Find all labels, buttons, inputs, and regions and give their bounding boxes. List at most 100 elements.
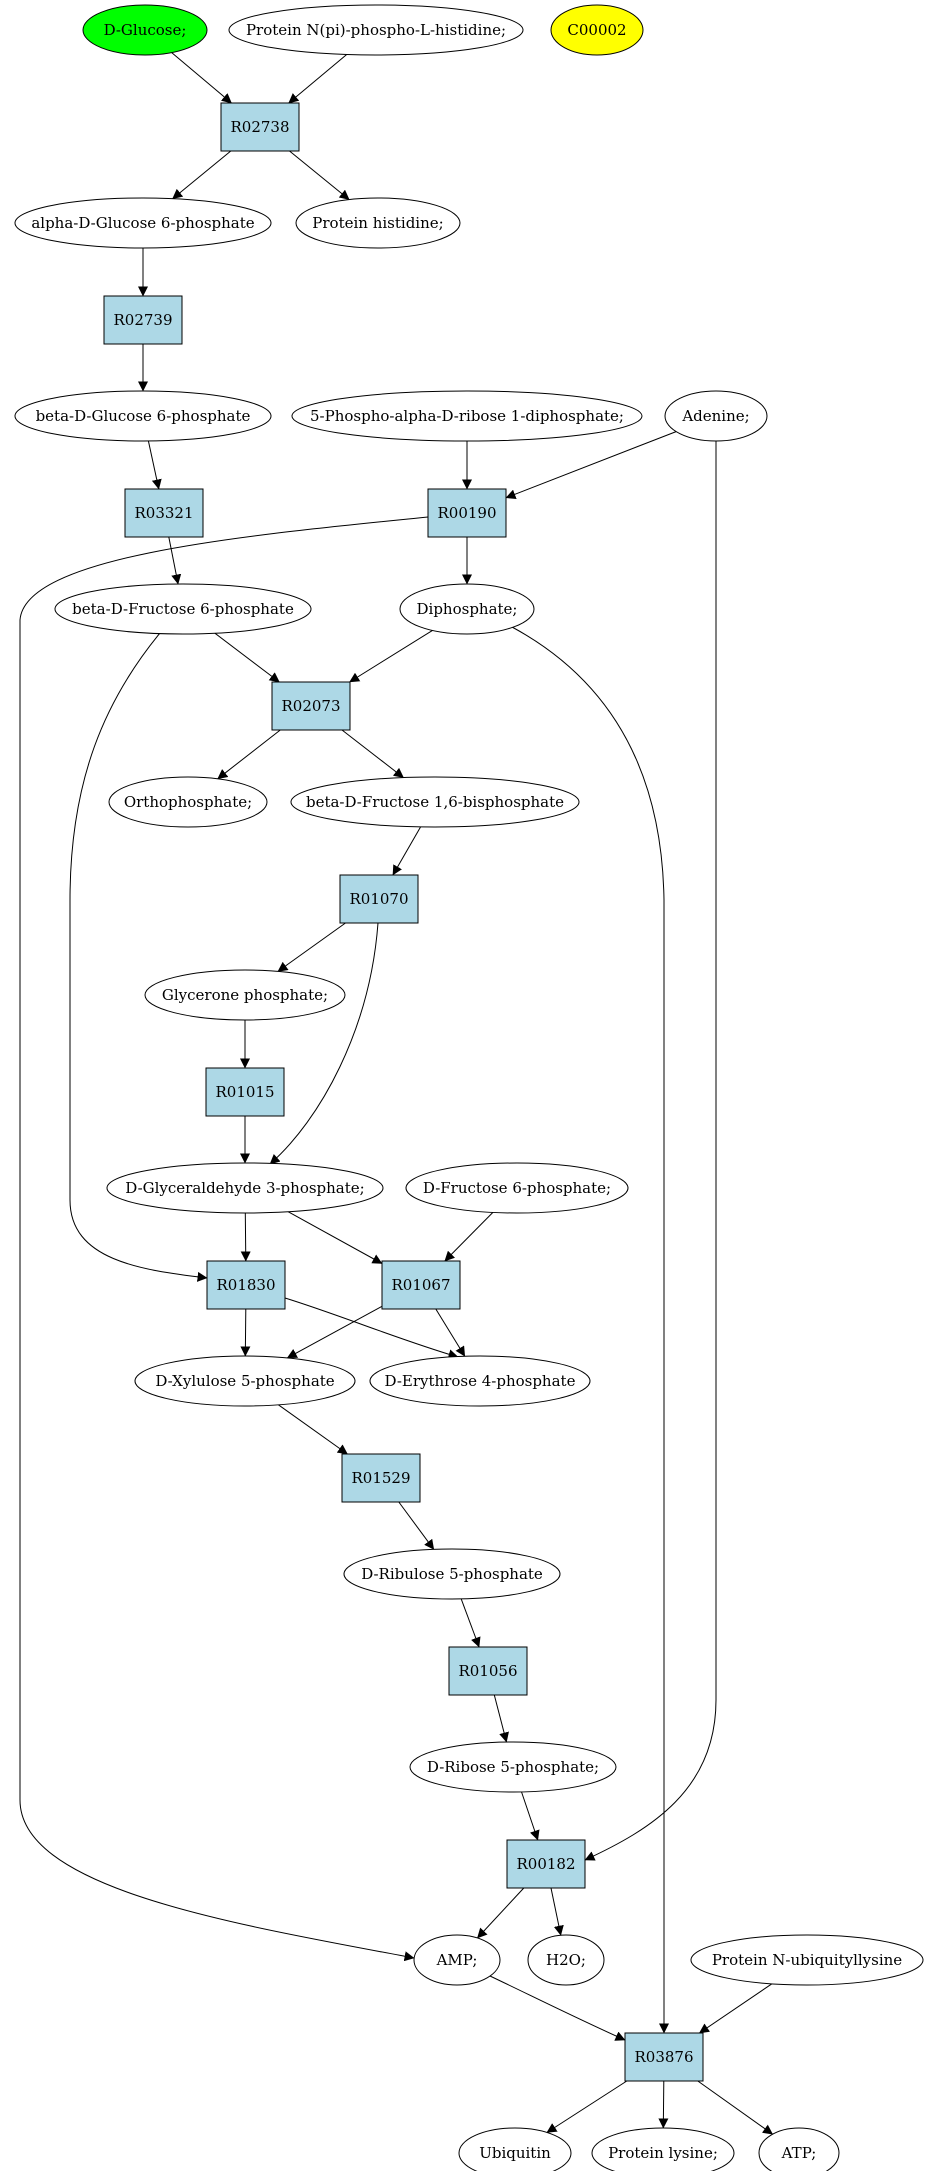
compound-node-adenine: Adenine; — [664, 390, 768, 442]
compound-ellipse — [144, 969, 346, 1021]
edge-amp-to-r03876 — [489, 1975, 626, 2041]
compound-ellipse — [758, 2127, 840, 2171]
compound-node-ubiquitin: Ubiquitin — [458, 2127, 572, 2171]
edge-diphosphate-to-r03876 — [511, 626, 669, 2034]
edge-r01070-to-glycerone — [277, 922, 346, 972]
edge-prot_ubly-to-r03876 — [698, 1983, 773, 2034]
edge-bdf6p-to-r01830 — [69, 632, 208, 1282]
edge-r01830-to-e4p — [284, 1297, 459, 1360]
node-label: D-Xylulose 5-phosphate — [155, 1372, 334, 1390]
compound-ellipse — [458, 2127, 572, 2171]
edge-bdg6p-to-r03321 — [147, 440, 162, 490]
reaction-box — [205, 1067, 285, 1117]
compound-node-c00002: C00002 — [550, 4, 644, 56]
edge-r01529-to-ru5p — [398, 1501, 435, 1550]
nodes-layer: D-Glucose; Protein N(pi)-phospho-L-histid… — [14, 4, 924, 2171]
edge-r01067-to-e4p — [435, 1308, 466, 1357]
edge-fbp-to-r01070 — [392, 826, 422, 876]
compound-ellipse — [82, 4, 208, 56]
node-label: Ubiquitin — [479, 2144, 551, 2162]
node-label: R00190 — [437, 504, 496, 522]
reaction-box — [427, 488, 507, 538]
compound-ellipse — [228, 4, 524, 56]
node-label: beta-D-Glucose 6-phosphate — [36, 407, 251, 425]
node-label: Orthophosphate; — [124, 793, 252, 811]
reaction-node-r01070: R01070 — [339, 874, 419, 924]
compound-node-atp: ATP; — [758, 2127, 840, 2171]
compound-node-prot_lys: Protein lysine; — [591, 2127, 735, 2171]
compound-ellipse — [295, 197, 461, 249]
edge-r02073-to-fbp — [341, 729, 404, 778]
compound-ellipse — [134, 1355, 356, 1407]
node-label: D-Erythrose 4-phosphate — [385, 1372, 576, 1390]
node-label: alpha-D-Glucose 6-phosphate — [31, 214, 254, 232]
node-label: D-Ribose 5-phosphate; — [427, 1758, 599, 1776]
compound-ellipse — [527, 1934, 605, 1986]
node-label: beta-D-Fructose 6-phosphate — [72, 600, 294, 618]
compound-node-r5p: D-Ribose 5-phosphate; — [409, 1741, 617, 1793]
node-label: R02073 — [281, 697, 340, 715]
edge-r03876-to-ubiquitin — [546, 2080, 628, 2133]
compound-node-ru5p: D-Ribulose 5-phosphate — [343, 1548, 561, 1600]
edge-r01067-to-xu5p — [286, 1305, 383, 1359]
edge-diphosphate-to-r02073 — [349, 629, 433, 683]
compound-node-prpp: 5-Phospho-alpha-D-ribose 1-diphosphate; — [291, 390, 643, 442]
reaction-node-r02073: R02073 — [271, 681, 351, 731]
edge-r00190-to-amp — [19, 516, 429, 1962]
node-label: D-Fructose 6-phosphate; — [423, 1179, 611, 1197]
compound-node-protein_nphis: Protein N(pi)-phospho-L-histidine; — [228, 4, 524, 56]
edge-ru5p-to-r01056 — [460, 1598, 481, 1648]
edge-glucose-to-r02738 — [171, 52, 232, 104]
compound-ellipse — [106, 1162, 384, 1214]
reaction-box — [341, 1453, 421, 1503]
compound-node-e4p: D-Erythrose 4-phosphate — [369, 1355, 591, 1407]
compound-node-amp: AMP; — [413, 1934, 501, 1986]
node-label: Glycerone phosphate; — [162, 986, 328, 1004]
node-label: R03876 — [634, 2048, 693, 2066]
compound-node-orthophosphate: Orthophosphate; — [108, 776, 268, 828]
node-label: AMP; — [436, 1951, 478, 1969]
edge-g3p-to-r01830 — [240, 1212, 251, 1262]
compound-node-glycerone: Glycerone phosphate; — [144, 969, 346, 1021]
compound-ellipse — [54, 583, 312, 635]
compound-ellipse — [399, 583, 535, 635]
reaction-box — [206, 1260, 286, 1310]
edge-r02738-to-prot_his — [289, 150, 350, 200]
reaction-box — [624, 2032, 704, 2082]
node-label: Protein histidine; — [312, 214, 443, 232]
edge-r02738-to-adg6p — [172, 150, 232, 200]
edge-r01070-to-g3p — [269, 922, 379, 1165]
node-label: R01067 — [391, 1276, 450, 1294]
compound-ellipse — [405, 1162, 629, 1214]
compound-node-df6p: D-Fructose 6-phosphate; — [405, 1162, 629, 1214]
reaction-box — [448, 1646, 528, 1696]
reaction-node-r03321: R03321 — [124, 488, 204, 538]
reaction-box — [271, 681, 351, 731]
node-label: Adenine; — [681, 407, 749, 425]
compound-node-fbp: beta-D-Fructose 1,6-bisphosphate — [290, 776, 580, 828]
reaction-box — [339, 874, 419, 924]
compound-node-glucose: D-Glucose; — [82, 4, 208, 56]
reaction-node-r01830: R01830 — [206, 1260, 286, 1310]
node-label: Protein N(pi)-phospho-L-histidine; — [246, 21, 506, 39]
compound-ellipse — [369, 1355, 591, 1407]
reaction-box — [381, 1260, 461, 1310]
reaction-node-r03876: R03876 — [624, 2032, 704, 2082]
reaction-node-r00190: R00190 — [427, 488, 507, 538]
node-label: R01529 — [351, 1469, 410, 1487]
compound-ellipse — [14, 390, 272, 442]
edges-layer — [19, 52, 774, 2135]
compound-ellipse — [591, 2127, 735, 2171]
node-label: D-Glyceraldehyde 3-phosphate; — [125, 1179, 364, 1197]
edge-r5p-to-r00182 — [521, 1791, 540, 1841]
compound-node-diphosphate: Diphosphate; — [399, 583, 535, 635]
compound-ellipse — [290, 776, 580, 828]
reaction-node-r02738: R02738 — [220, 102, 300, 152]
node-label: ATP; — [781, 2144, 817, 2162]
edge-r03876-to-atp — [697, 2080, 774, 2135]
edge-r01830-to-xu5p — [240, 1308, 251, 1357]
compound-ellipse — [343, 1548, 561, 1600]
node-label: 5-Phospho-alpha-D-ribose 1-diphosphate; — [310, 407, 624, 425]
edge-r00182-to-amp — [477, 1887, 525, 1939]
